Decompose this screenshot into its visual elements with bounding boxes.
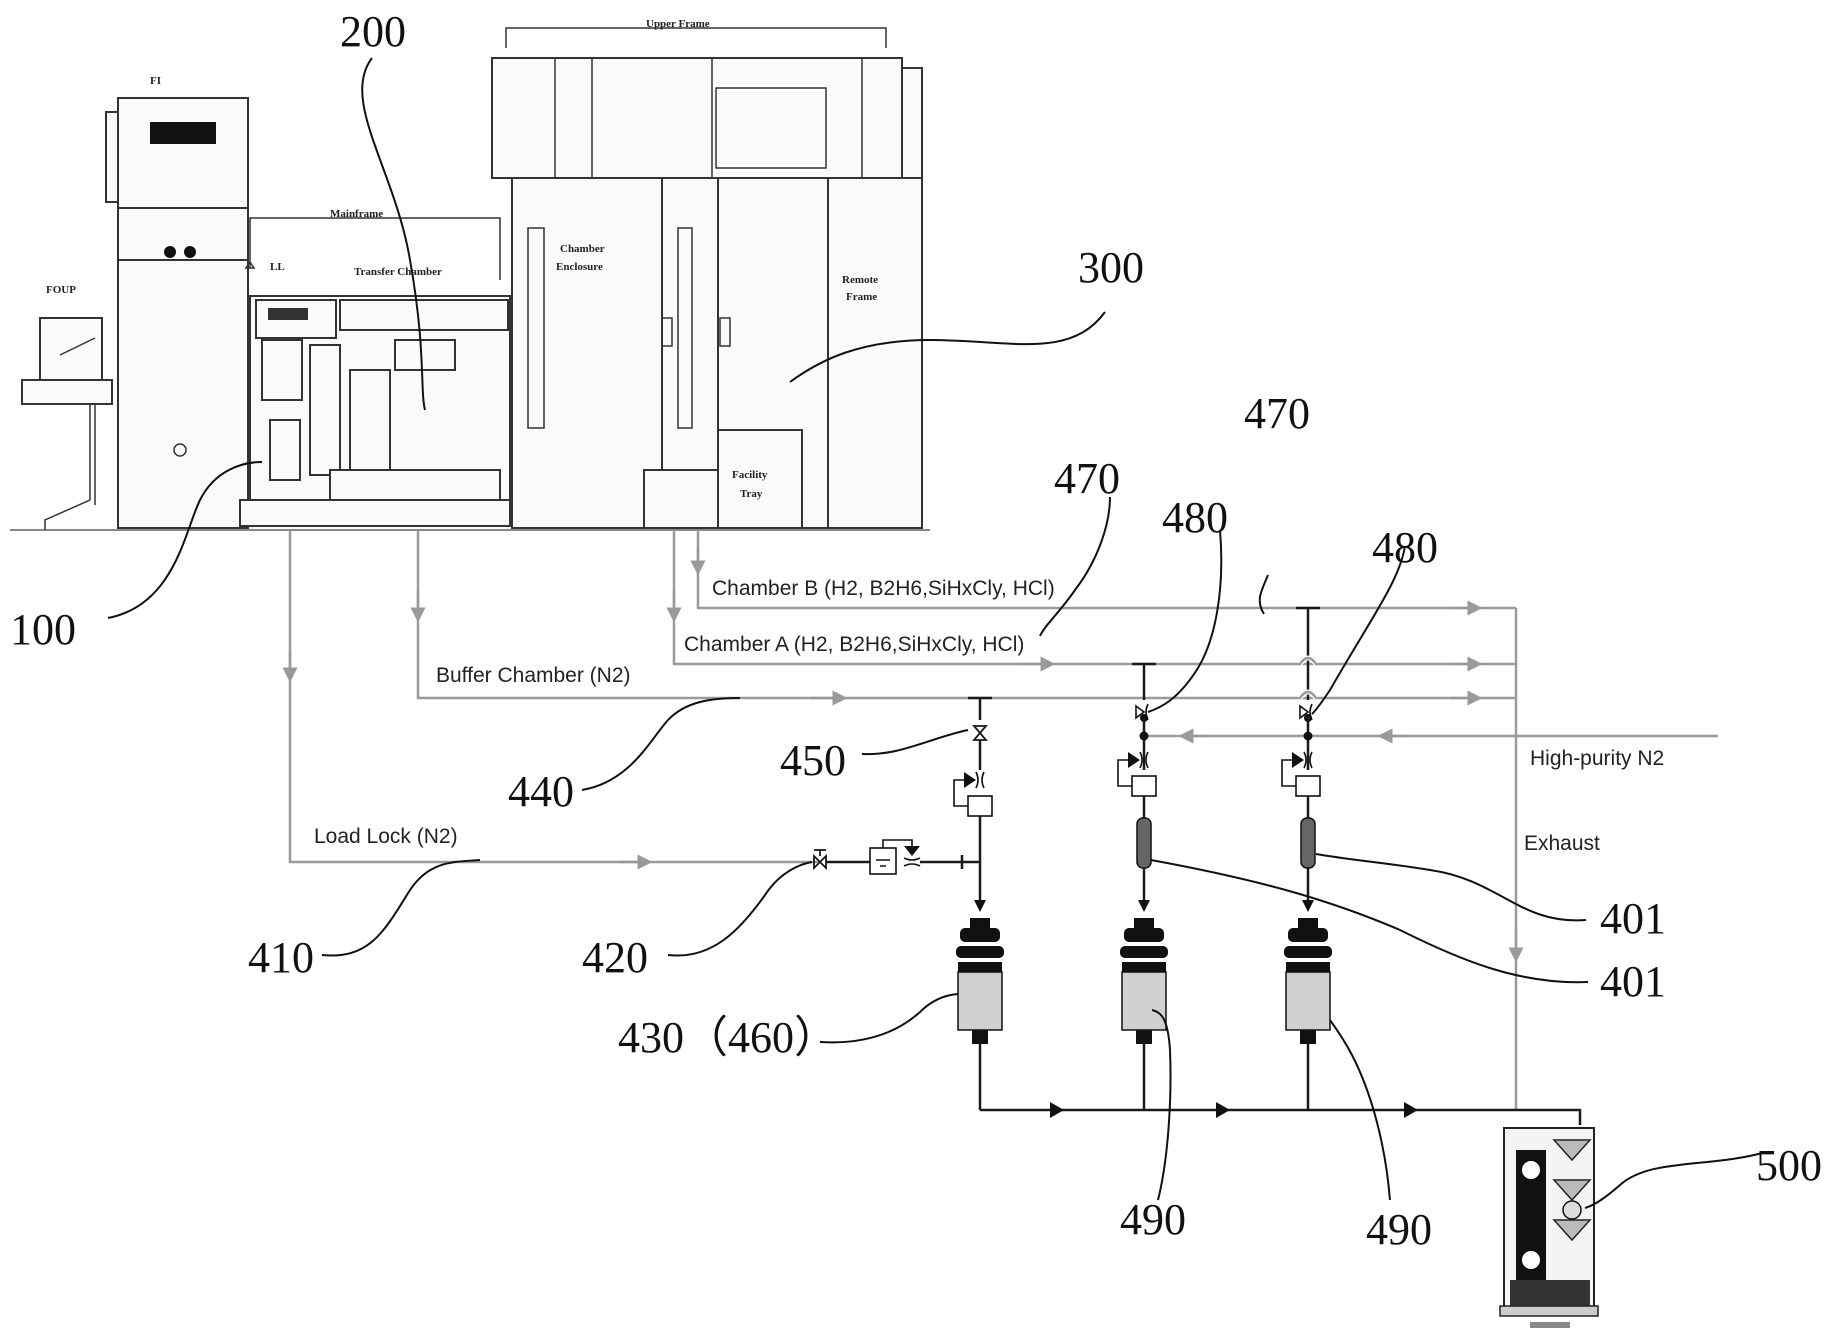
ref-100: 100 (10, 605, 76, 654)
ref-401-b: 401 (1600, 957, 1666, 1006)
chamber-a-line (672, 530, 1516, 666)
chamber-enclosure-label-2: Enclosure (556, 261, 603, 273)
remote-frame-label-2: Frame (846, 291, 877, 303)
ref-470-b: 470 (1244, 389, 1310, 438)
ref-490-a: 490 (1120, 1195, 1186, 1244)
branch-1 (953, 696, 1004, 1110)
collector-line (980, 1102, 1582, 1125)
ref-480-b: 480 (1372, 523, 1438, 572)
fi-unit: FI (105, 75, 249, 529)
ref-440: 440 (508, 767, 574, 816)
ref-480-a: 480 (1162, 493, 1228, 542)
branch-2 (1117, 662, 1168, 1110)
ref-410: 410 (248, 933, 314, 982)
filter-401-a (1136, 817, 1152, 869)
ref-200: 200 (340, 7, 406, 56)
ref-490-b: 490 (1366, 1205, 1432, 1254)
buffer-chamber-line (416, 530, 1516, 700)
facility-tray-label-1: Facility (732, 469, 768, 481)
upper-frame-unit: Upper Frame (491, 18, 923, 179)
foup-label: FOUP (46, 284, 76, 296)
line-labels: Chamber B (H2, B2H6,SiHxCly, HCl) Chambe… (314, 577, 1664, 855)
foup-unit: FOUP (21, 284, 113, 530)
leader-lines (107, 57, 1767, 1209)
remote-frame-unit: Remote Frame Facility Tray (717, 177, 923, 529)
high-purity-n2-label: High-purity N2 (1530, 747, 1664, 770)
scrubber-490-a (1120, 918, 1168, 1044)
ref-430: 430（460） (618, 1013, 838, 1062)
upper-frame-label: Upper Frame (646, 18, 710, 30)
buffer-chamber-label: Buffer Chamber (N2) (436, 664, 631, 687)
filter-401-b (1300, 817, 1316, 869)
branch-3 (1281, 606, 1332, 1110)
chamber-enclosure-unit: Chamber Enclosure (511, 177, 719, 529)
ref-300: 300 (1078, 243, 1144, 292)
scrubber-430 (956, 918, 1004, 1044)
chamber-b-label: Chamber B (H2, B2H6,SiHxCly, HCl) (712, 577, 1055, 600)
chamber-enclosure-label-1: Chamber (560, 243, 605, 255)
ll-label: LL (270, 261, 285, 273)
ref-500: 500 (1756, 1141, 1822, 1190)
transfer-chamber-label: Transfer Chamber (354, 266, 442, 278)
exhaust-label: Exhaust (1524, 832, 1600, 855)
mainframe-unit: Mainframe LL Transfer Chamber (239, 208, 511, 527)
ref-420: 420 (582, 933, 648, 982)
remote-frame-label-1: Remote (842, 274, 878, 286)
valve-450 (972, 725, 988, 741)
chamber-a-label: Chamber A (H2, B2H6,SiHxCly, HCl) (684, 633, 1024, 656)
process-lines (282, 530, 1718, 1110)
mainframe-label: Mainframe (330, 208, 383, 220)
semiconductor-equipment: FOUP FI Mainframe LL Transfer Chamber (10, 18, 930, 531)
reference-numerals: 100 200 300 470 470 480 480 440 450 410 … (10, 7, 1822, 1254)
load-lock-components (813, 839, 962, 875)
load-lock-label: Load Lock (N2) (314, 825, 458, 848)
fi-label: FI (150, 75, 161, 87)
facility-tray-label-2: Tray (740, 488, 763, 500)
ref-450: 450 (780, 736, 846, 785)
valve-420 (813, 853, 827, 871)
abatement-unit-500 (1499, 1127, 1599, 1328)
ref-470-a: 470 (1054, 454, 1120, 503)
ref-401-a: 401 (1600, 894, 1666, 943)
scrubber-490-b (1284, 918, 1332, 1044)
